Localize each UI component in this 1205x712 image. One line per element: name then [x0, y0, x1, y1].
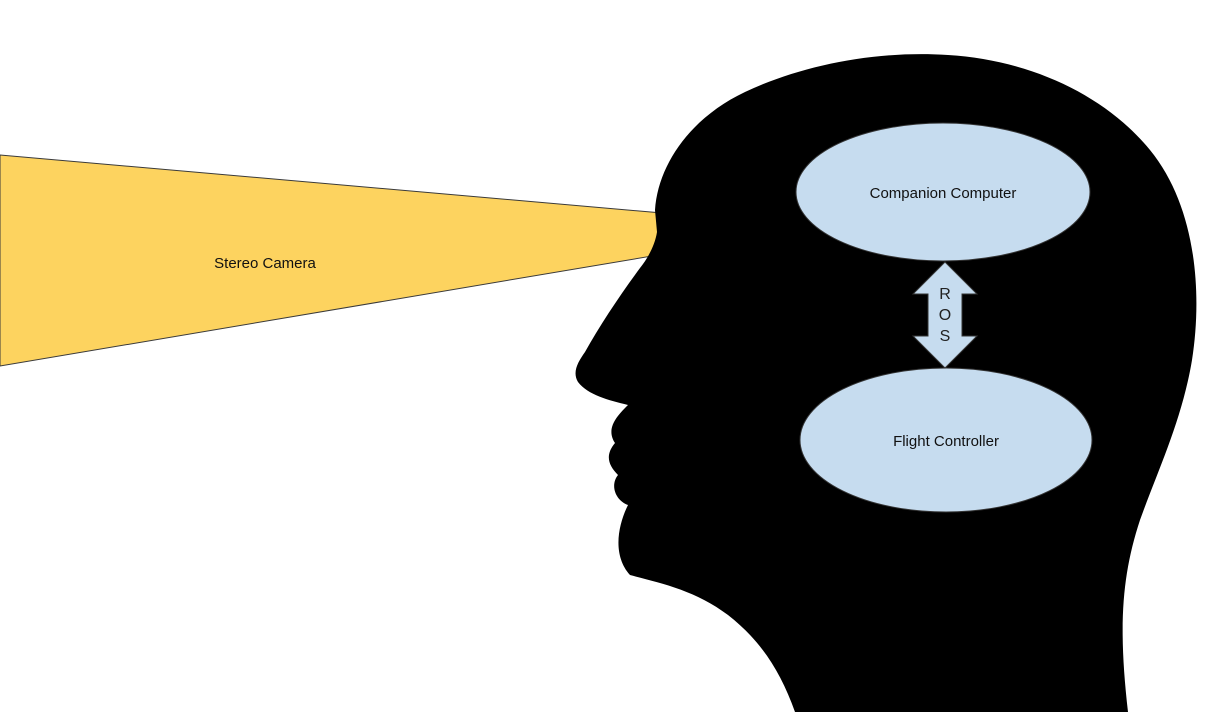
flight-controller-label: Flight Controller: [893, 433, 999, 450]
ros-letter-o: O: [939, 307, 951, 324]
stereo-camera-beam: [0, 154, 663, 367]
companion-computer-label: Companion Computer: [870, 185, 1017, 202]
flight-controller-ellipse: [799, 367, 1093, 513]
companion-computer-ellipse: [795, 122, 1091, 262]
ros-letter-s: S: [940, 328, 951, 345]
stereo-camera-label: Stereo Camera: [214, 255, 316, 272]
ros-double-arrow: [911, 261, 979, 369]
ros-letter-r: R: [939, 286, 951, 303]
